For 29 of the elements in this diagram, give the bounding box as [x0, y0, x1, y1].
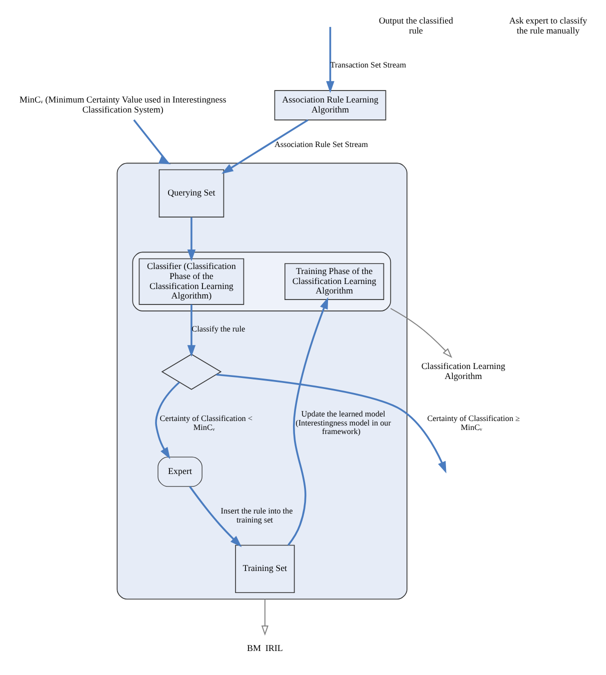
edge-label: Certainty of Classification ≥ MinCᵥ: [426, 414, 520, 432]
node-box: Classifier (Classification Phase of the Classification Learning Algorithm): [138, 258, 244, 305]
label: Ask expert to classify the rule manually: [508, 15, 587, 36]
node-text: Classification Learning Algorithm: [420, 361, 505, 381]
arrow: [154, 382, 180, 460]
edge-label: Association Rule Set Stream: [274, 140, 368, 149]
node-box: Training Phase of the Classification Learning Algorithm: [284, 263, 384, 300]
arrow: [186, 304, 196, 357]
node-box: Expert: [157, 456, 202, 487]
node-text: MinCᵥ (Minimum Certainty Value used in Interestingness Classification System): [19, 94, 226, 114]
arrow: [186, 217, 196, 262]
edge-label: Certainty of Classification < MinCᵥ: [159, 414, 252, 432]
arrow: [260, 598, 268, 636]
node-text: BM IRIL: [246, 643, 282, 654]
node-box: Training Set: [234, 544, 294, 594]
edge-label: Update the learned model (Interestingness model in our framework): [295, 409, 390, 436]
arrow: [132, 119, 170, 164]
label: Output the classified rule: [378, 15, 453, 36]
arrow: [220, 119, 308, 174]
edge-label: Insert the rule into the training set: [220, 506, 292, 524]
arrow: [188, 486, 242, 548]
arrow: [390, 308, 452, 358]
arrow: [216, 374, 446, 474]
edge-label: Classify the rule: [191, 324, 245, 334]
node-box: Association Rule Learning Algorithm: [274, 90, 386, 120]
node-box: Querying Set: [158, 169, 224, 218]
node-diamond: [160, 354, 222, 390]
arrow: [326, 26, 334, 93]
arrow: [287, 297, 328, 546]
